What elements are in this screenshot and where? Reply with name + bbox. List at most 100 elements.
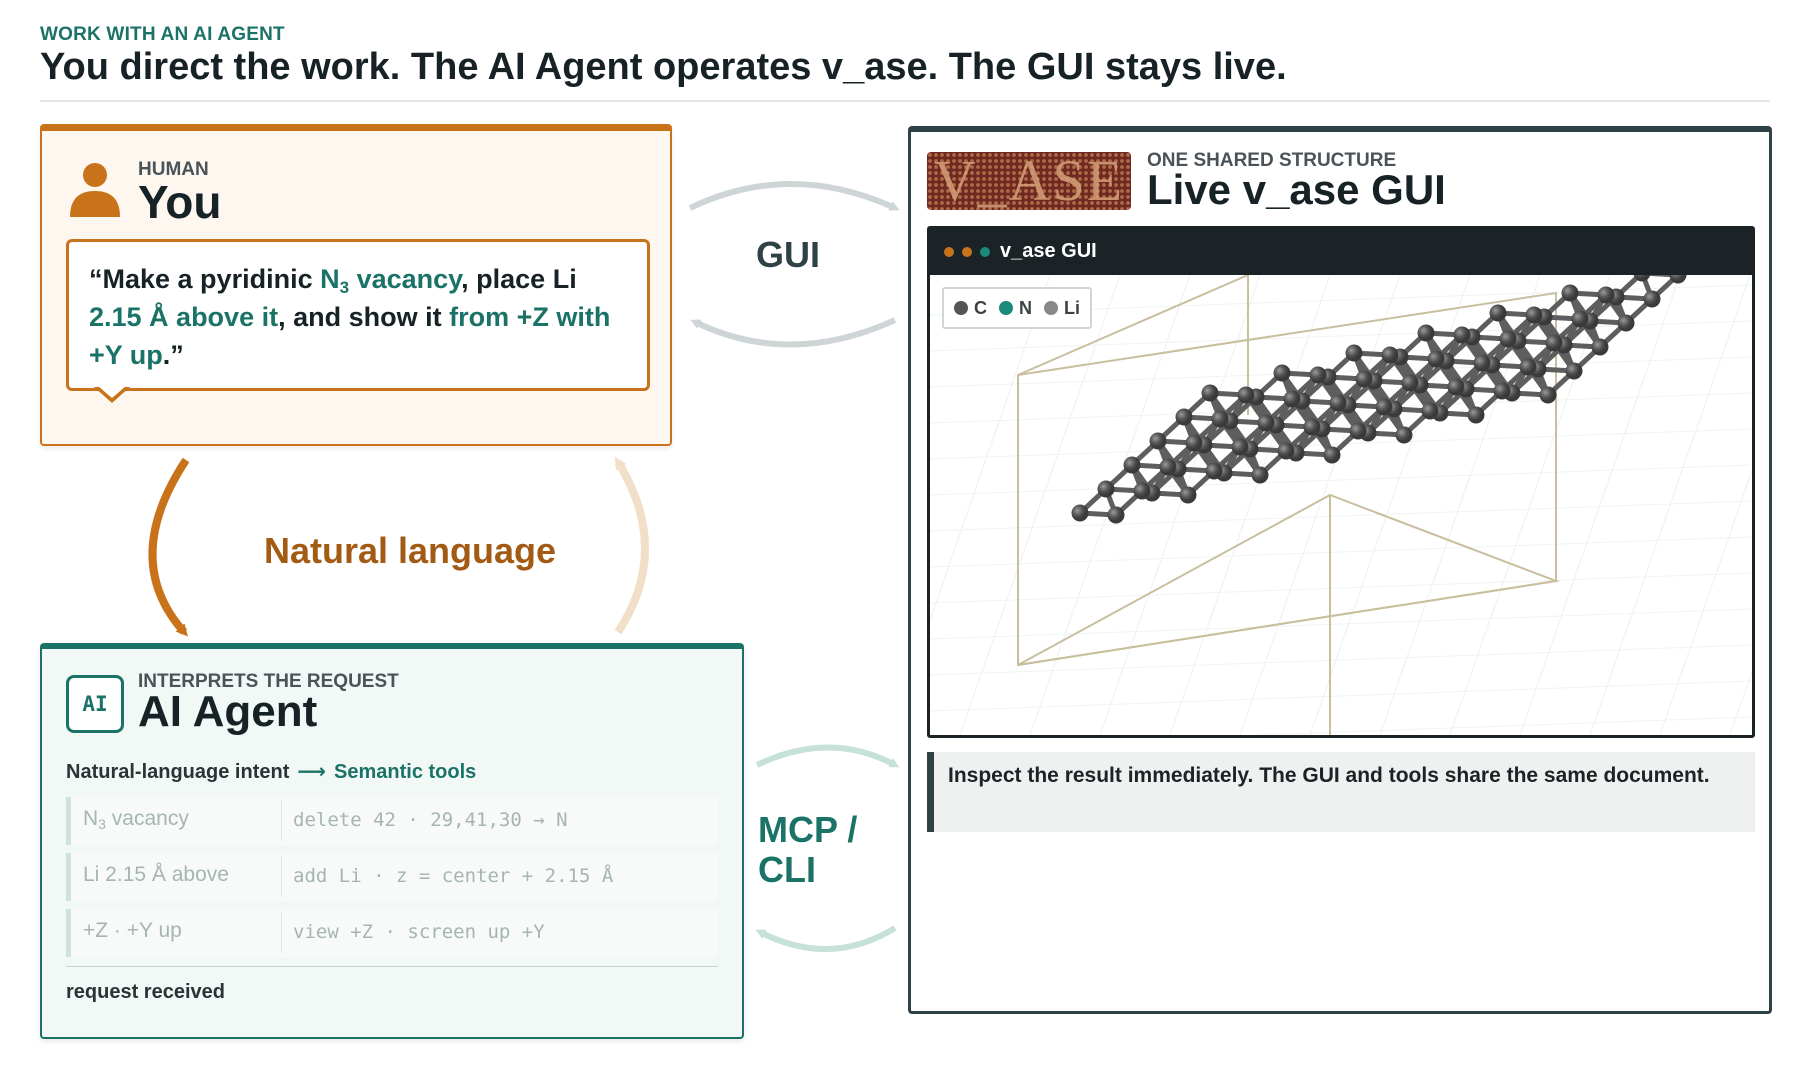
grid-line bbox=[959, 275, 1121, 735]
mapping-command: delete 42 · 29,41,30 → N bbox=[293, 809, 568, 831]
mapping-intent: Li 2.15 Å above bbox=[83, 863, 229, 886]
grid-line bbox=[930, 608, 1752, 640]
grid-line bbox=[930, 356, 1752, 388]
gui-arrow-to-gui bbox=[688, 181, 900, 211]
gui-kicker: ONE SHARED STRUCTURE bbox=[1147, 150, 1397, 171]
lithium-dot-icon bbox=[1044, 301, 1058, 315]
section-eyebrow: WORK WITH AN AI AGENT bbox=[40, 24, 285, 45]
carbon-atom bbox=[1417, 324, 1435, 342]
grid-line bbox=[1099, 275, 1261, 735]
carbon-atom bbox=[1303, 418, 1321, 436]
grid-line bbox=[930, 572, 1752, 604]
structure-viewer-window[interactable]: v_ase GUI C N Li bbox=[927, 226, 1755, 738]
mapping-intent: N3 vacancy bbox=[83, 807, 189, 832]
nl-arrow-to-agent bbox=[148, 457, 190, 637]
carbon-atom bbox=[1205, 462, 1223, 480]
flow-from: Natural-language intent bbox=[66, 761, 290, 783]
intent-to-tools-flow: Natural-language intent⟶Semantic tools bbox=[66, 759, 476, 784]
carbon-atom bbox=[1329, 394, 1347, 412]
nitrogen-dot-icon bbox=[999, 301, 1013, 315]
carbon-atom bbox=[1323, 446, 1341, 464]
carbon-atom bbox=[1283, 390, 1301, 408]
grid-line bbox=[1729, 670, 1752, 735]
quote-text: “Make a pyridinic bbox=[89, 264, 321, 294]
grid-line bbox=[930, 536, 1752, 568]
quote-text: , place Li bbox=[461, 264, 577, 294]
cell-box-edge bbox=[1017, 493, 1560, 666]
carbon-atom bbox=[1539, 386, 1557, 404]
carbon-atom bbox=[1489, 304, 1507, 322]
grid-line bbox=[930, 644, 1752, 676]
element-legend: C N Li bbox=[942, 287, 1092, 329]
carbon-atom bbox=[1355, 370, 1373, 388]
molecular-scene[interactable] bbox=[930, 275, 1752, 735]
request-speech-bubble: “Make a pyridinic N3 vacancy, place Li 2… bbox=[66, 239, 650, 391]
quote-highlight-view: from +Z with +Y up bbox=[89, 302, 611, 370]
carbon-atom bbox=[1519, 358, 1537, 376]
carbon-atom bbox=[1107, 506, 1125, 524]
mapping-intent: +Z · +Y up bbox=[83, 919, 182, 942]
grid-line bbox=[930, 464, 1752, 496]
header-divider bbox=[40, 100, 1770, 102]
grid-line bbox=[1589, 275, 1751, 735]
legend-item: N bbox=[999, 298, 1032, 319]
carbon-atom bbox=[1345, 344, 1363, 362]
gui-panel: V_ASE ONE SHARED STRUCTURE Live v_ase GU… bbox=[908, 126, 1772, 1014]
inspect-note: Inspect the result immediately. The GUI … bbox=[927, 752, 1755, 832]
grid-line bbox=[1379, 275, 1541, 735]
carbon-atom bbox=[1421, 402, 1439, 420]
carbon-atom bbox=[1669, 275, 1687, 284]
carbon-atom bbox=[1427, 350, 1445, 368]
carbon-atom bbox=[1179, 486, 1197, 504]
carbon-atom bbox=[1185, 434, 1203, 452]
quote-text: , and show it bbox=[278, 302, 450, 332]
grid-line bbox=[930, 275, 1051, 622]
mcp-cli-label: MCP / CLI bbox=[758, 810, 857, 890]
carbon-atom bbox=[1561, 284, 1579, 302]
carbon-atom bbox=[1381, 346, 1399, 364]
grid-line bbox=[930, 500, 1752, 532]
human-title: You bbox=[138, 176, 222, 228]
agent-card: AI INTERPRETS THE REQUEST AI Agent Natur… bbox=[40, 643, 744, 1039]
agent-title: AI Agent bbox=[138, 687, 318, 736]
carbon-atom bbox=[1309, 366, 1327, 384]
legend-item: Li bbox=[1044, 298, 1080, 319]
grid-line bbox=[1309, 275, 1471, 735]
person-icon bbox=[70, 163, 120, 217]
mapping-row: Li 2.15 Å above add Li · z = center + 2.… bbox=[66, 853, 718, 901]
ai-badge-icon: AI bbox=[66, 675, 124, 733]
carbon-atom bbox=[1643, 290, 1661, 308]
carbon-atom bbox=[1277, 442, 1295, 460]
gui-arrow-to-human bbox=[690, 317, 897, 348]
carbon-dot-icon bbox=[954, 301, 968, 315]
carbon-atom bbox=[1251, 466, 1269, 484]
mcp-arrow-to-gui bbox=[755, 744, 900, 768]
window-dot-icon bbox=[962, 247, 972, 257]
carbon-atom bbox=[1211, 410, 1229, 428]
grid-line bbox=[930, 320, 1752, 352]
human-card: HUMAN You “Make a pyridinic N3 vacancy, … bbox=[40, 124, 672, 446]
grid-line bbox=[1169, 275, 1331, 735]
mcp-cli-label-line1: MCP / bbox=[758, 809, 858, 850]
agent-kicker: INTERPRETS THE REQUEST bbox=[138, 671, 399, 692]
carbon-atom bbox=[1597, 286, 1615, 304]
natural-language-label: Natural language bbox=[264, 530, 557, 571]
page-title: You direct the work. The AI Agent operat… bbox=[40, 46, 1287, 88]
human-kicker: HUMAN bbox=[138, 159, 209, 180]
vase-logo: V_ASE bbox=[927, 152, 1131, 210]
legend-item: C bbox=[954, 298, 987, 319]
carbon-atom bbox=[1453, 326, 1471, 344]
grid-line bbox=[930, 680, 1752, 712]
grid-line bbox=[1449, 275, 1611, 735]
carbon-atom bbox=[1349, 422, 1367, 440]
viewer-title: v_ase GUI bbox=[1000, 240, 1097, 262]
carbon-atom bbox=[1133, 482, 1151, 500]
carbon-atom bbox=[1097, 480, 1115, 498]
carbon-atom bbox=[1633, 275, 1651, 282]
carbon-atom bbox=[1149, 432, 1167, 450]
carbon-atom bbox=[1525, 306, 1543, 324]
carbon-atom bbox=[1257, 414, 1275, 432]
carbon-atom bbox=[1273, 364, 1291, 382]
carbon-atom bbox=[1617, 314, 1635, 332]
gui-connector-label: GUI bbox=[756, 234, 821, 275]
